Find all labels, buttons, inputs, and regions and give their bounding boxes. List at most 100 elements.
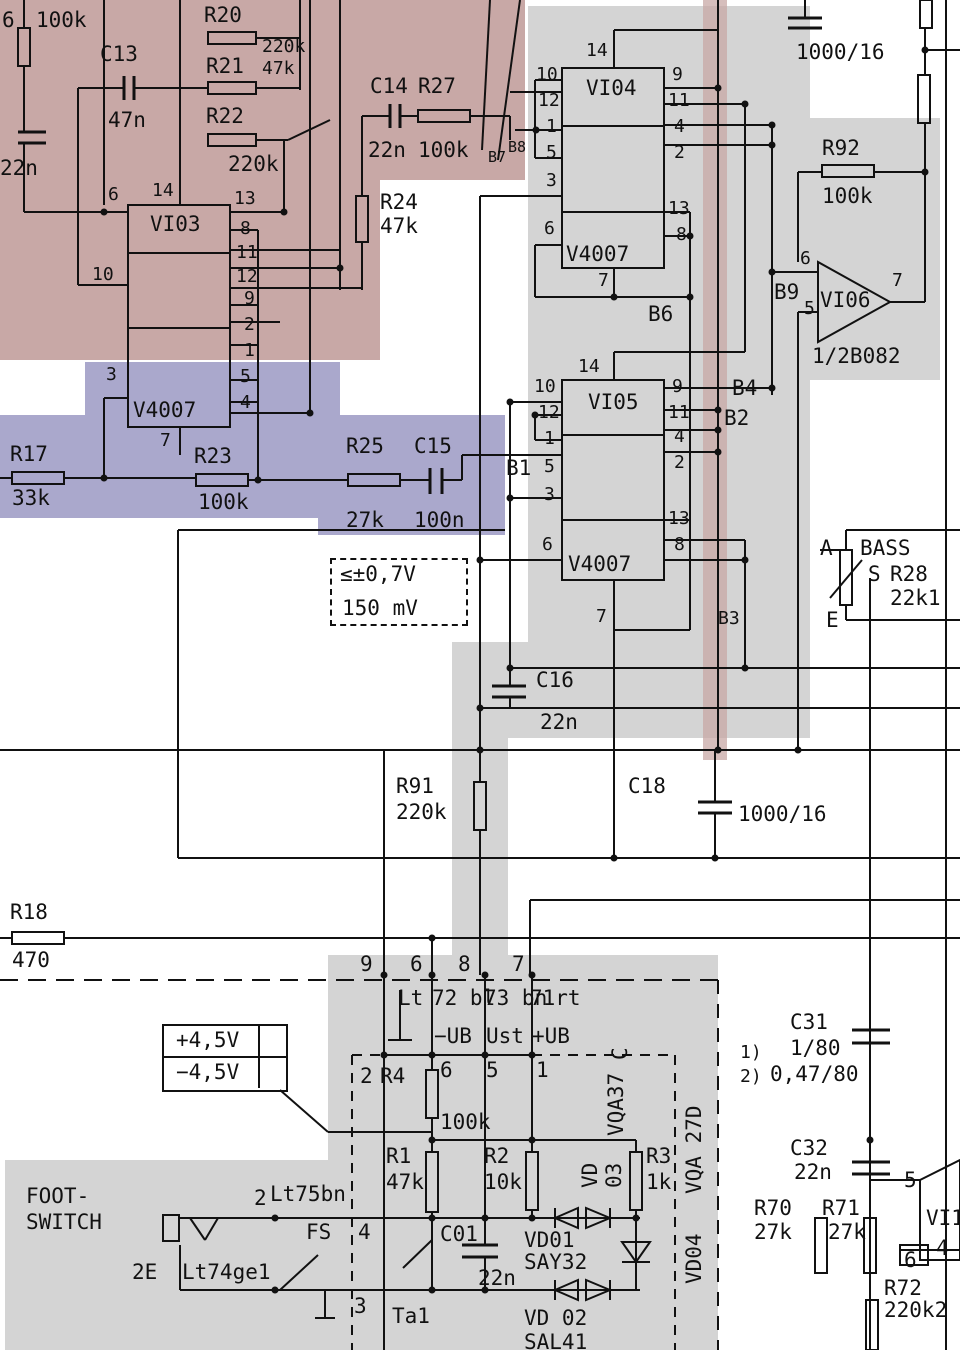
r92-value: 100k <box>822 184 873 208</box>
ic-vi05-pin-right-6: 8 <box>674 534 685 555</box>
c15-value: 100n <box>414 508 465 532</box>
r3-name: R3 <box>646 1144 672 1168</box>
c16-name: C16 <box>536 668 574 692</box>
ic-vi04-pin-right-6: 8 <box>676 224 687 245</box>
diode-say32: SAY32 <box>524 1250 588 1274</box>
c14-name: C14 <box>370 74 408 98</box>
region-red <box>0 0 525 360</box>
bass-label: BASS <box>860 536 911 560</box>
c18-name: C18 <box>628 774 666 798</box>
note-pin-5: 5 <box>904 1168 917 1192</box>
r22-value: 220k <box>228 152 279 176</box>
ic-vi04-pin-left-6: 6 <box>544 218 555 239</box>
signal-ust: Ust <box>486 1024 524 1048</box>
supply-box-vdivider <box>258 1026 260 1088</box>
opamp-vi06-type: 1/2B082 <box>812 344 901 368</box>
c31-value: 1/80 <box>790 1036 841 1060</box>
net-b7: B7 <box>488 148 507 166</box>
diode-c-mark: C <box>608 1047 632 1060</box>
diode-vd04: VD04 <box>682 1233 706 1284</box>
ic-vi05-pin-right-1: 9 <box>672 376 683 397</box>
r-top-left-index: 6 <box>2 8 15 32</box>
c01-value: 22n <box>478 1266 516 1290</box>
connector-inner-pin-5: 5 <box>486 1058 499 1082</box>
connector-inner-pin-6: 6 <box>440 1058 453 1082</box>
c-top-right-value: 1000/16 <box>796 40 885 64</box>
ic-vi04-pin-left-4: 5 <box>546 142 557 163</box>
r72-name: R72 <box>884 1276 922 1300</box>
net-b1: B1 <box>506 456 532 480</box>
level-box <box>330 558 468 626</box>
c-left-value: 22n <box>0 156 38 180</box>
ic-vi05-pin-right-2: 11 <box>668 402 690 423</box>
ic-vi05-name: VI05 <box>588 390 639 414</box>
connector-inner-pin-4: 4 <box>358 1220 371 1244</box>
connector-pin-6: 6 <box>410 952 423 976</box>
r4-name: R4 <box>380 1064 406 1088</box>
r28-value: 22k1 <box>890 586 941 610</box>
r71-name: R71 <box>822 1196 860 1220</box>
diode-vd: VD <box>578 1162 602 1188</box>
diode-vd02: VD 02 <box>524 1306 588 1330</box>
ic-vi03-pin-top: 14 <box>152 180 174 201</box>
footswitch-label-1: FOOT- <box>26 1184 90 1208</box>
ic-vi03-pin-bottom: 7 <box>160 430 171 451</box>
net-b3: B3 <box>718 608 740 629</box>
supply-plus: +4,5V <box>176 1028 240 1052</box>
net-b2: B2 <box>724 406 750 430</box>
connector-wire-lt: Lt <box>398 986 424 1010</box>
note-vi1: VI1 <box>926 1206 960 1230</box>
r27-name: R27 <box>418 74 456 98</box>
ic-vi03-pin-right-5: 9 <box>244 288 255 309</box>
ic-vi05-pin-right-4: 2 <box>674 452 685 473</box>
ic-vi05-pin-right-3: 4 <box>674 426 685 447</box>
level-box-line1: ≤±0,7V <box>340 562 416 586</box>
ic-vi03-pin-right-7: 1 <box>244 340 255 361</box>
r70-name: R70 <box>754 1196 792 1220</box>
footswitch-pin-2e: 2E <box>132 1260 158 1284</box>
ic-vi03-pin-right-4: 12 <box>236 266 258 287</box>
r24-value: 47k <box>380 214 418 238</box>
r2-value: 10k <box>484 1170 522 1194</box>
r23-name: R23 <box>194 444 232 468</box>
ic-vi05-pin-top: 14 <box>578 356 600 377</box>
supply-box-divider <box>164 1056 286 1058</box>
c31-name: C31 <box>790 1010 828 1034</box>
signal-minus-ub: −UB <box>434 1024 472 1048</box>
footswitch-wire-2: Lt75bn <box>270 1182 346 1206</box>
c01-name: C01 <box>440 1222 478 1246</box>
net-b6: B6 <box>648 302 674 326</box>
bass-s: S <box>868 562 881 586</box>
connector-inner-pin-3: 3 <box>354 1294 367 1318</box>
diode-vqa27d: VQA 27D <box>682 1105 706 1194</box>
ic-vi05-pin-left-3: 1 <box>544 428 555 449</box>
c13-name: C13 <box>100 42 138 66</box>
net-b8: B8 <box>508 138 527 156</box>
region-red-stripe <box>703 0 727 760</box>
r27-value: 100k <box>418 138 469 162</box>
c16-value: 22n <box>540 710 578 734</box>
connector-inner-pin-1: 1 <box>536 1058 549 1082</box>
ic-vi03-type: V4007 <box>133 398 197 422</box>
note-pin-6: 6 <box>904 1248 917 1272</box>
diode-vd03: 03 <box>602 1162 626 1188</box>
ic-vi05-pin-right-5: 13 <box>668 508 690 529</box>
footswitch-fs: FS <box>306 1220 332 1244</box>
ic-vi03-pin-right-3: 11 <box>236 242 258 263</box>
ic-vi04-pin-right-3: 4 <box>674 116 685 137</box>
ic-vi03-pin-right-1: 13 <box>234 188 256 209</box>
ic-vi05-pin-left-4: 5 <box>544 456 555 477</box>
signal-plus-ub: +UB <box>532 1024 570 1048</box>
diode-sal41: SAL41 <box>524 1330 588 1350</box>
opamp-vi06-pin-noninv: 5 <box>804 298 815 319</box>
diode-vqa37: VQA37 <box>604 1072 628 1136</box>
r1-value: 47k <box>386 1170 424 1194</box>
ic-vi04-pin-left-5: 3 <box>546 170 557 191</box>
r1-name: R1 <box>386 1144 412 1168</box>
connector-pin-9: 9 <box>360 952 373 976</box>
r70-value: 27k <box>754 1220 792 1244</box>
ic-vi04-pin-left-3: 1 <box>546 116 557 137</box>
net-b9: B9 <box>774 280 800 304</box>
r92-name: R92 <box>822 136 860 160</box>
